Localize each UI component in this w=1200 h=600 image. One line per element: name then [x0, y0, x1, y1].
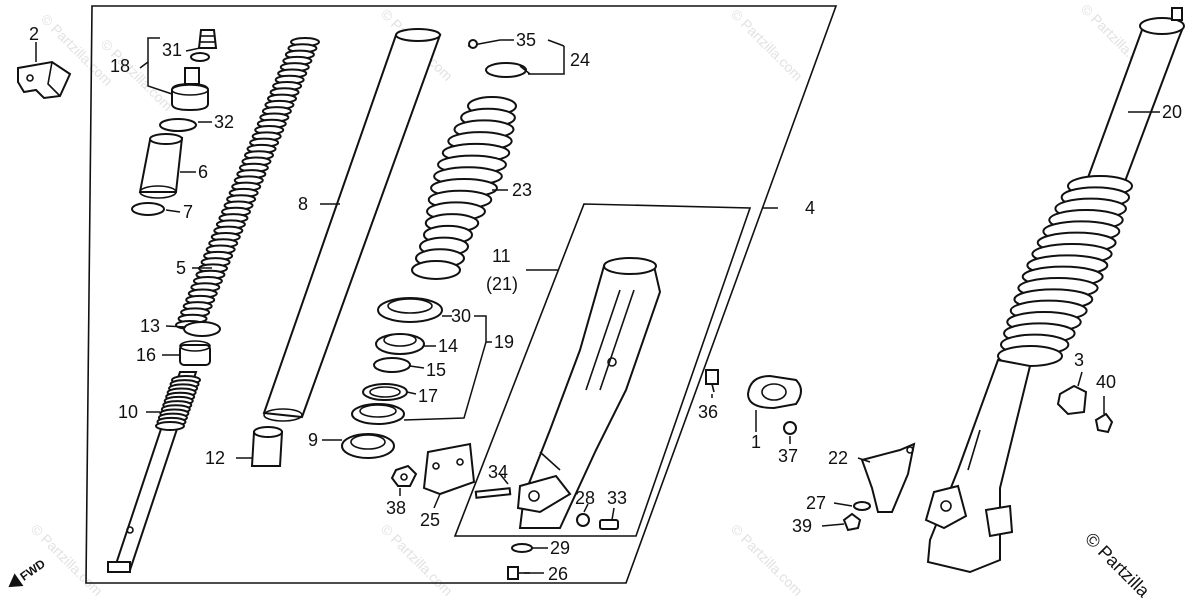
leader-lines [35, 37, 1160, 574]
part-2-bracket [17, 60, 72, 100]
part-40-bolt [1094, 412, 1114, 434]
label-part-35: 35 [516, 30, 536, 50]
watermark: © Partzilla.com [728, 6, 806, 84]
part-15-backup-ring [373, 357, 411, 373]
part-36-bolt [705, 369, 719, 393]
part-3-clip [1056, 384, 1088, 416]
label-part-36: 36 [698, 402, 718, 422]
watermark: © Partzilla.com [378, 521, 456, 599]
part-14-oil-seal [375, 333, 425, 355]
part-12-bushing [250, 426, 284, 467]
label-part-4: 4 [805, 198, 815, 218]
label-part-20: 20 [1162, 102, 1182, 122]
boot-ring [411, 260, 461, 280]
part-24-boot-clip [485, 62, 531, 78]
part-9-seal [341, 433, 395, 459]
label-part-29: 29 [550, 538, 570, 558]
part-27-washer [853, 501, 871, 511]
part-11-fork-slider [516, 257, 662, 529]
part-labels: 2 18 31 32 6 7 5 13 16 10 8 12 9 35 24 2… [29, 24, 1182, 584]
label-part-6: 6 [198, 162, 208, 182]
part-5-fork-spring [175, 37, 320, 330]
rebound-spring-coil [155, 421, 185, 431]
label-part-27: 27 [806, 493, 826, 513]
label-part-39: 39 [792, 516, 812, 536]
label-part-22: 22 [828, 448, 848, 468]
label-part-23: 23 [512, 180, 532, 200]
label-part-31: 31 [162, 40, 182, 60]
part-34-pin [474, 487, 512, 499]
label-part-17: 17 [418, 386, 438, 406]
part-38-nut [390, 464, 418, 487]
part-31-bolt [197, 29, 218, 49]
fwd-indicator: FWD [8, 556, 48, 588]
part-23-fork-boot [411, 96, 517, 280]
label-part-16: 16 [136, 345, 156, 365]
label-part-32: 32 [214, 112, 234, 132]
label-part-9: 9 [308, 430, 318, 450]
label-part-19: 19 [494, 332, 514, 352]
label-part-10: 10 [118, 402, 138, 422]
label-part-37: 37 [778, 446, 798, 466]
part-32-ring [159, 118, 197, 132]
part-13-piston-ring [183, 321, 221, 337]
part-7-washer [131, 202, 165, 216]
part-37-nut [783, 421, 797, 435]
part-oring-small [190, 52, 210, 62]
label-part-21: (21) [486, 274, 518, 294]
part-22-bracket [860, 442, 916, 513]
label-part-40: 40 [1096, 372, 1116, 392]
label-part-7: 7 [183, 202, 193, 222]
assembly-frame-inner [453, 203, 752, 537]
label-part-34: 34 [488, 462, 508, 482]
label-part-38: 38 [386, 498, 406, 518]
label-part-30: 30 [451, 306, 471, 326]
label-part-11: 11 [492, 246, 511, 266]
part-10-damper-rod [107, 371, 201, 573]
part-20-fork-boot [997, 175, 1133, 367]
label-part-14: 14 [438, 336, 458, 356]
part-28-nut [576, 513, 590, 527]
copyright-text: © Partzilla [1081, 529, 1154, 600]
part-8-fork-tube [262, 28, 442, 422]
label-part-13: 13 [140, 316, 160, 336]
part-35-pin [467, 39, 501, 49]
label-part-5: 5 [176, 258, 186, 278]
label-part-26: 26 [548, 564, 568, 584]
part-19-seal-set [351, 403, 405, 425]
label-part-3: 3 [1074, 350, 1084, 370]
label-part-25: 25 [420, 510, 440, 530]
label-part-8: 8 [298, 194, 308, 214]
part-29-washer [511, 543, 533, 553]
assembly-frame-outer [85, 5, 838, 584]
part-33-drain-bolt [599, 519, 619, 530]
part-1-axle-clamp [746, 374, 802, 410]
part-16-piston [179, 340, 211, 366]
label-part-28: 28 [575, 488, 595, 508]
part-25-axle-holder [422, 442, 476, 496]
part-18-fork-cap [171, 67, 209, 112]
label-part-15: 15 [426, 360, 446, 380]
part-17-stopper-ring [362, 383, 408, 401]
label-part-33: 33 [607, 488, 627, 508]
label-part-12: 12 [205, 448, 225, 468]
label-part-18: 18 [110, 56, 130, 76]
part-30-dust-seal [377, 297, 443, 323]
part-39-bolt [842, 512, 862, 532]
part-20-fork-lower [924, 358, 1032, 574]
label-part-24: 24 [570, 50, 590, 70]
label-part-2: 2 [29, 24, 39, 44]
part-6-spacer [138, 133, 184, 199]
label-part-1: 1 [751, 432, 761, 452]
fwd-label: FWD [17, 556, 48, 583]
